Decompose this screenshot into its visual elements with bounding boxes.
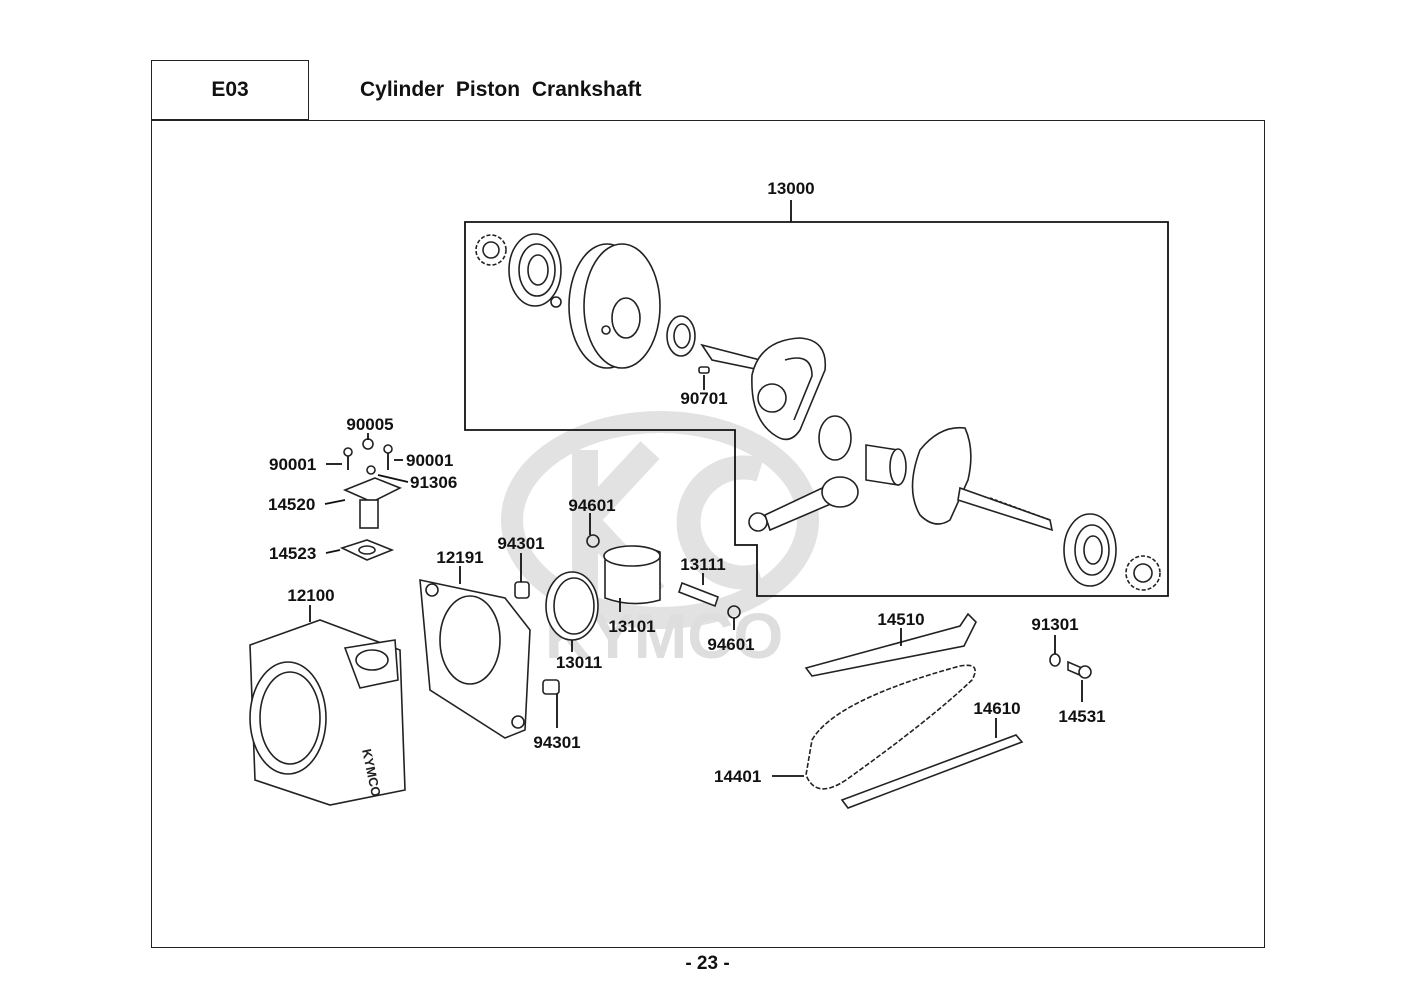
- callout-14520: 14520: [268, 495, 315, 514]
- assembly-bracket: [464, 221, 1169, 597]
- cylinder-block: KYMCO: [249, 619, 406, 806]
- callout-90001-right: 90001: [406, 451, 453, 470]
- callout-13000: 13000: [767, 179, 814, 198]
- callout-14610: 14610: [973, 699, 1020, 718]
- piston: [603, 545, 661, 605]
- woodruff-key: [698, 366, 710, 374]
- piston-pin-clip-upper: [586, 534, 600, 548]
- page-number: - 23 -: [685, 953, 730, 974]
- diagram-frame: [151, 120, 1265, 948]
- callout-94601-lower: 94601: [707, 635, 754, 654]
- crank-half-right: [911, 426, 1054, 532]
- callout-12100: 12100: [287, 586, 334, 605]
- piston-ring-set: [545, 571, 599, 641]
- callout-13011: 13011: [556, 653, 602, 672]
- callout-94301-lower: 94301: [533, 733, 580, 752]
- callout-94601-upper: 94601: [568, 496, 615, 515]
- connecting-rod: [748, 476, 859, 532]
- callout-90701: 90701: [680, 389, 727, 408]
- needle-bearing: [818, 415, 852, 461]
- leader-lines: [309, 433, 1083, 777]
- section-code: E03: [151, 60, 309, 120]
- callout-14401: 14401: [714, 767, 761, 786]
- bearing-right: [1063, 513, 1117, 587]
- callout-94301-upper: 94301: [497, 534, 544, 553]
- sprocket-left: [475, 234, 507, 266]
- flywheel-disc: [568, 243, 661, 369]
- washer: [1049, 653, 1061, 667]
- callout-13101: 13101: [608, 617, 655, 636]
- callout-labels: 13000 90701 90005 90001 90001 91306 1452…: [268, 179, 1106, 786]
- crank-half-left: [700, 337, 827, 441]
- bearing-left: [508, 233, 562, 307]
- cam-chain: [805, 664, 976, 790]
- kymco-logo-watermark: KYMCO: [501, 411, 819, 672]
- callout-14531: 14531: [1058, 707, 1105, 726]
- callout-91301: 91301: [1031, 615, 1078, 634]
- oil-seal: [666, 315, 696, 357]
- chain-guide: [804, 612, 977, 677]
- callout-90005: 90005: [346, 415, 393, 434]
- callout-12191: 12191: [436, 548, 483, 567]
- callout-91306: 91306: [410, 473, 457, 492]
- piston-pin: [678, 581, 719, 608]
- callout-14510: 14510: [877, 610, 924, 629]
- cam-chain-tensioner: [339, 438, 402, 561]
- sprocket-right: [1125, 555, 1161, 591]
- dowel-pin-upper: [514, 581, 530, 599]
- page-title: Cylinder Piston Crankshaft: [360, 78, 642, 101]
- tensioner-slipper: [840, 734, 1024, 809]
- dowel-pin-lower: [542, 679, 560, 695]
- callout-13111: 13111: [680, 555, 725, 574]
- cylinder-gasket: [419, 578, 531, 739]
- callout-90001-left: 90001: [269, 455, 316, 474]
- callout-14523: 14523: [269, 544, 316, 563]
